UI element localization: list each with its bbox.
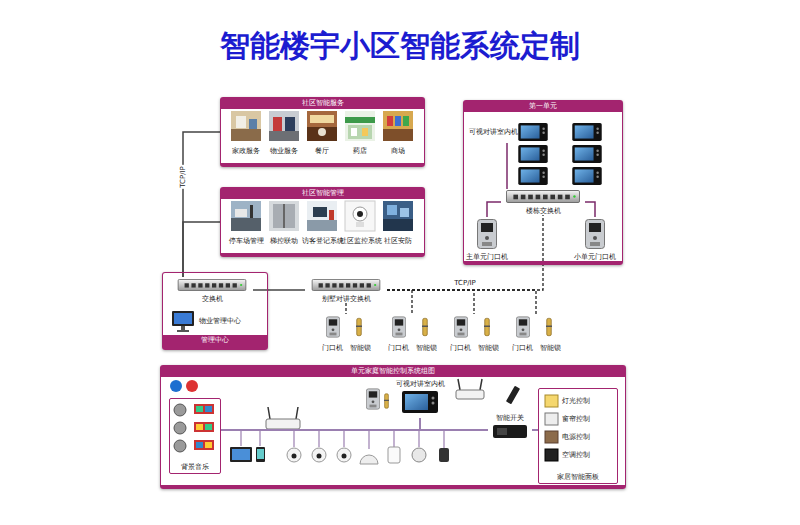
- node-label: 别墅对讲交换机: [322, 295, 371, 303]
- door-station: 小单元门口机: [572, 217, 618, 261]
- node-label: 门口机: [388, 344, 409, 352]
- node-label: 主单元门口机: [466, 253, 508, 261]
- node-label: 交换机: [202, 295, 223, 303]
- management-item: 访客登记系统: [302, 235, 344, 245]
- node-label: 智能锁: [478, 344, 499, 352]
- node-label: 家居智能面板: [557, 473, 599, 481]
- node-label: 窗帘控制: [562, 415, 590, 423]
- panel-heading: 管理中心: [163, 335, 267, 346]
- connector: [487, 202, 501, 217]
- node-label: 可视对讲室内机: [396, 380, 445, 388]
- home-monitor: 可视对讲室内机: [385, 380, 455, 418]
- connector: [420, 418, 488, 430]
- connector: [183, 222, 220, 277]
- node-label: 商场: [391, 147, 405, 155]
- music-box: 背景音乐: [169, 398, 221, 474]
- edge-label-holder: TCP/IP: [453, 279, 477, 287]
- smart-switch: 智能开关: [488, 414, 532, 446]
- node-label: 智能锁: [350, 344, 371, 352]
- home-panel: 单元家庭智能控制系统组图背景音乐可视对讲室内机智能开关家居智能面板灯光控制窗帘控…: [160, 365, 626, 489]
- panel-heading: 社区智能管理: [221, 188, 424, 199]
- edge-label-holder: TCP/IP: [179, 165, 187, 189]
- node-label: 电源控制: [562, 433, 590, 441]
- unit-panel: 第一单元可视对讲室内机楼栋交换机主单元门口机 小单元门口机: [463, 100, 623, 265]
- node-label: 空调控制: [562, 451, 590, 459]
- service-item: 餐厅: [302, 145, 342, 155]
- villa-unit: 门口机智能锁: [446, 314, 502, 352]
- control-center-panel: 管理中心 交换机物业管理中心: [162, 272, 268, 350]
- node-label: 访客登记系统: [302, 237, 344, 245]
- connector: [345, 303, 346, 314]
- node-label: 停车场管理: [229, 237, 264, 245]
- node-label: 门口机: [322, 344, 343, 352]
- connector: [506, 143, 508, 189]
- node-label: 可视对讲室内机: [469, 128, 518, 136]
- center-switch: 交换机: [171, 277, 253, 303]
- connector: [387, 290, 536, 314]
- management-pc: 物业管理中心: [169, 309, 263, 333]
- node-label: 餐厅: [315, 147, 329, 155]
- management-item: 社区安防: [378, 235, 418, 245]
- indoor-monitor: 可视对讲室内机: [467, 121, 547, 143]
- service-item: 药店: [340, 145, 380, 155]
- management-item: 停车场管理: [226, 235, 266, 245]
- node-label: 物业服务: [270, 147, 298, 155]
- management-item: 梯控联动: [264, 235, 304, 245]
- service-item: 商场: [378, 145, 418, 155]
- management-item: 社区监控系统: [340, 235, 382, 245]
- connector: [387, 290, 412, 314]
- connector: [387, 290, 474, 314]
- connector: [585, 202, 595, 217]
- villa-unit: 门口机智能锁: [318, 314, 374, 352]
- node-label: 楼栋交换机: [526, 207, 561, 215]
- diagram-title: 智能楼宇小区智能系统定制: [0, 26, 800, 67]
- connector: [183, 132, 220, 277]
- control-row: 窗帘控制: [542, 411, 614, 427]
- panel-heading: 单元家庭智能控制系统组图: [161, 366, 625, 377]
- control-row: 灯光控制: [542, 393, 614, 409]
- node-label: 智能锁: [540, 344, 561, 352]
- node-label: 社区监控系统: [340, 237, 382, 245]
- edge-label: TCP/IP: [453, 279, 477, 287]
- connector: [387, 215, 543, 290]
- villa-unit: 门口机智能锁: [384, 314, 440, 352]
- control-panel: 家居智能面板灯光控制窗帘控制电源控制空调控制: [538, 388, 618, 484]
- villa-switch: 别墅对讲交换机: [305, 277, 387, 303]
- door-station: 主单元门口机: [464, 217, 510, 261]
- node-label: 社区安防: [384, 237, 412, 245]
- control-row: 空调控制: [542, 447, 614, 463]
- edge-label: TCP/IP: [179, 165, 187, 189]
- node-label: 灯光控制: [562, 397, 590, 405]
- node-label: 药店: [353, 147, 367, 155]
- management-panel: 社区智能管理停车场管理梯控联动访客登记系统社区监控系统社区安防: [220, 187, 425, 257]
- panel-heading: 第一单元: [464, 101, 622, 112]
- node-label: 门口机: [512, 344, 533, 352]
- node-label: 门口机: [450, 344, 471, 352]
- node-label: 梯控联动: [270, 237, 298, 245]
- service-item: 家政服务: [226, 145, 266, 155]
- villa-unit: 门口机智能锁: [508, 314, 564, 352]
- node-label: 智能锁: [416, 344, 437, 352]
- node-label: 家政服务: [232, 147, 260, 155]
- connector: [253, 289, 305, 291]
- building-switch: 楼栋交换机: [501, 189, 585, 215]
- node-label: 背景音乐: [181, 463, 209, 471]
- control-row: 电源控制: [542, 429, 614, 445]
- node-label: 智能开关: [496, 414, 524, 422]
- panel-heading: 社区智能服务: [221, 98, 424, 109]
- service-panel: 社区智能服务家政服务 物业服务 餐厅 药店 商场: [220, 97, 425, 167]
- node-label: 物业管理中心: [199, 317, 241, 325]
- node-label: 小单元门口机: [574, 253, 616, 261]
- service-item: 物业服务: [264, 145, 304, 155]
